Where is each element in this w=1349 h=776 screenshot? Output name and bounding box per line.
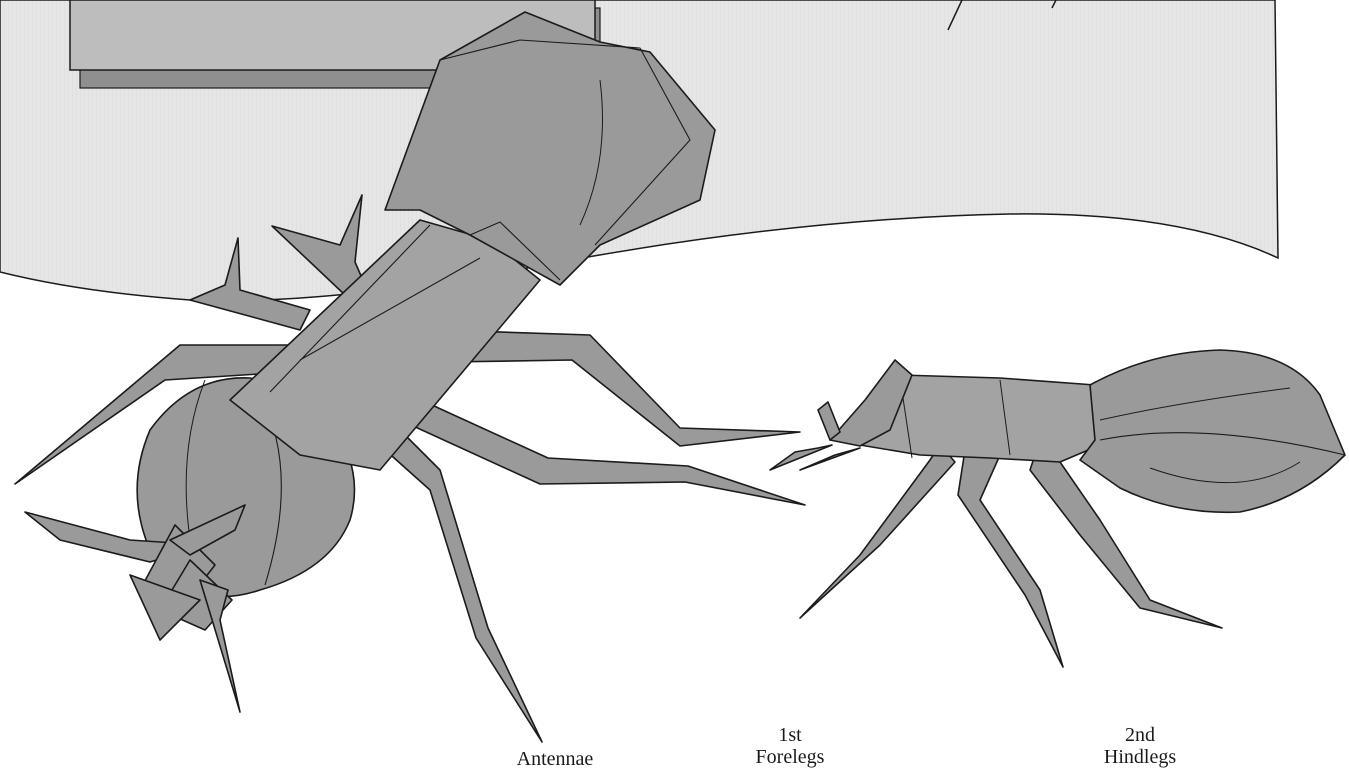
label-forelegs: 1st Forelegs [730,724,850,768]
label-forelegs-line2: Forelegs [730,746,850,768]
label-antennae-text: Antennae [490,748,620,770]
label-hindlegs: 2nd Hindlegs [1080,724,1200,768]
small-ant-abdomen [1080,350,1345,512]
label-hindlegs-line2: Hindlegs [1080,746,1200,768]
label-hindlegs-line1: 2nd [1080,724,1200,746]
large-ant-mandibles [25,505,245,712]
small-origami-ant [770,350,1345,667]
label-forelegs-line1: 1st [730,724,850,746]
large-ant-leg-mid-right [400,395,805,505]
small-ant-leg-front [800,445,955,618]
label-antennae: Antennae [490,748,620,770]
large-ant-leg-upper-right [440,330,800,446]
small-ant-head-antennae [770,360,912,470]
